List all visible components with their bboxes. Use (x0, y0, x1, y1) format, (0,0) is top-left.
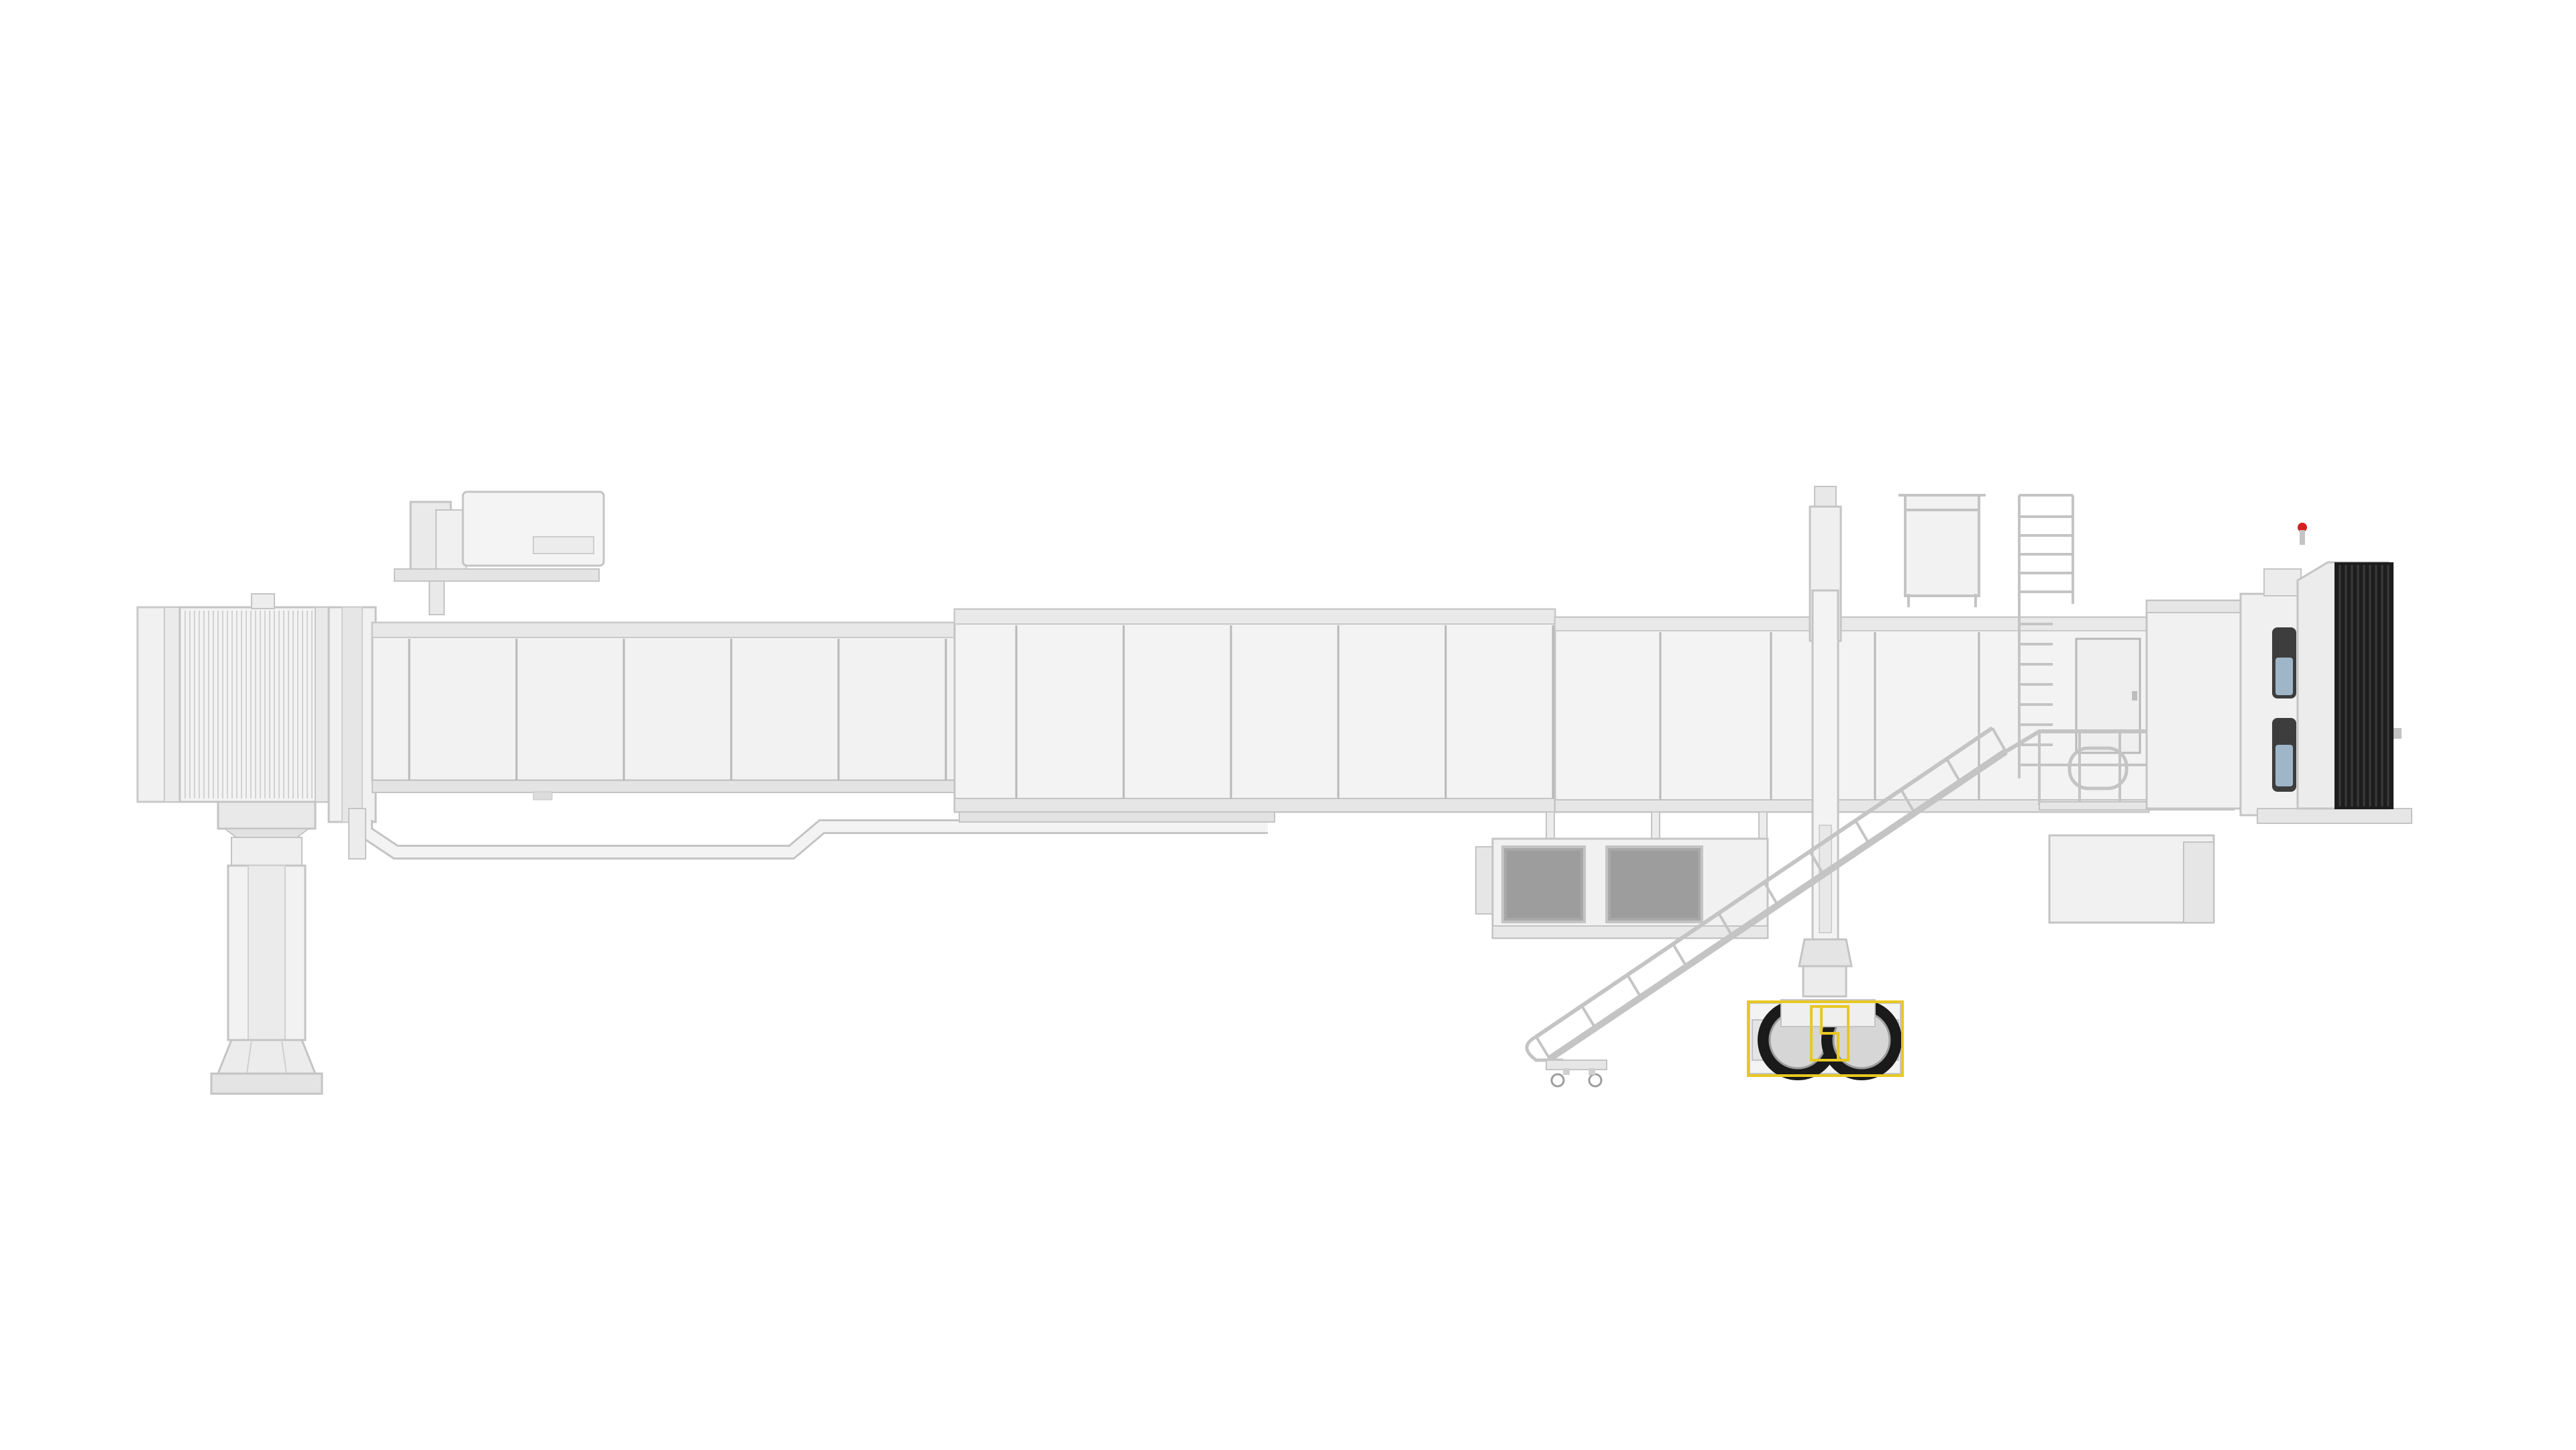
stair-post (1626, 974, 1642, 998)
tunnel-a (371, 621, 956, 800)
rotunda (136, 593, 377, 823)
tunnel-a-rail (348, 808, 1268, 860)
stair-post (1672, 943, 1688, 968)
hvac-unit (394, 490, 605, 615)
stair-post (1900, 788, 1916, 814)
cab (2048, 568, 2412, 924)
bellows-canopy (2296, 523, 2402, 810)
stair-post (1809, 850, 1825, 876)
tunnel-c (1554, 616, 2150, 813)
stair-post (1763, 881, 1779, 907)
tunnel-b (953, 608, 1556, 823)
stair-post (1580, 1004, 1597, 1029)
stair-post (1945, 758, 1962, 783)
stair-post (1535, 1035, 1551, 1060)
roof-cage (1898, 494, 1986, 607)
utility-box (1475, 837, 1769, 939)
stair-post (1991, 727, 2007, 752)
wheel-bogie (1747, 999, 1904, 1080)
stair-post (1854, 819, 1870, 845)
rotunda-column (210, 800, 323, 1095)
stair-post (1717, 912, 1733, 937)
